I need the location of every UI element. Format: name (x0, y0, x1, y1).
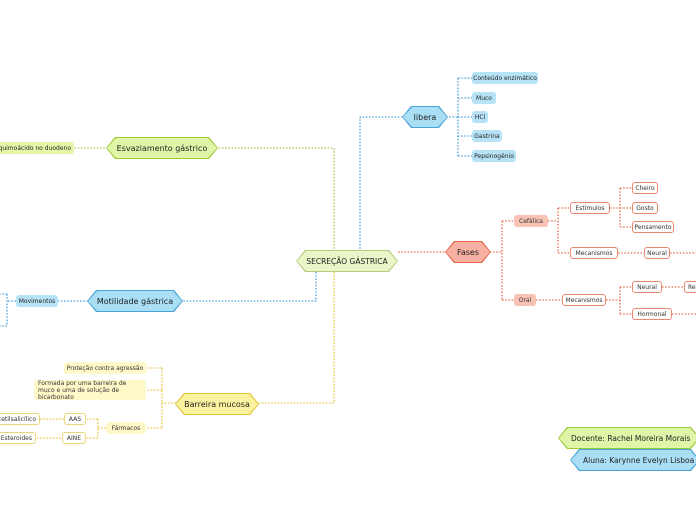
line-estimulos-items (610, 187, 632, 228)
motilidade-node[interactable]: Motilidade gástrica (88, 291, 182, 311)
line-movimentos-left (0, 293, 16, 327)
libera-item-gastrina[interactable]: Gastrina (472, 130, 502, 142)
line-center-motilidade (182, 272, 317, 302)
barreira-farmacos[interactable]: Fármacos (106, 422, 146, 434)
aluna-badge[interactable]: Aluna: Karynne Evelyn Lisboa (571, 450, 696, 470)
oral-mecanismos[interactable]: Mecanismos (562, 294, 606, 306)
cefalica-estimulos[interactable]: Estímulos (570, 202, 610, 214)
motilidade-movimentos[interactable]: Movimentos (16, 295, 58, 307)
center-node[interactable]: SECREÇÃO GÁSTRICA (297, 251, 397, 271)
line-libera-items (446, 77, 472, 157)
docente-badge[interactable]: Docente: Rachel Moreira Morais (559, 428, 696, 448)
line-aas-aine-left (36, 418, 64, 439)
farmacos-aas[interactable]: AAS (64, 413, 86, 425)
line-fases-children (490, 220, 514, 301)
line-barreira-items (146, 367, 176, 429)
libera-item-muco[interactable]: Muco (472, 92, 496, 104)
aas-child-partial[interactable]: cetilsalicílico (0, 413, 40, 425)
line-farmacos-items (86, 418, 106, 439)
barreira-formada[interactable]: Formada por uma barreira de muco e uma d… (34, 380, 146, 401)
libera-node[interactable]: libera (403, 107, 447, 127)
fase-cefalica[interactable]: Cefálica (514, 215, 548, 227)
line-cefalica-children (548, 207, 570, 254)
farmacos-aine[interactable]: AINE (62, 432, 86, 444)
estimulo-cheiro[interactable]: Cheiro (632, 182, 658, 194)
barreira-node[interactable]: Barreira mucosa (176, 394, 258, 414)
libera-item-pepsinogenio[interactable]: Pepsinogênio (472, 150, 516, 162)
esvaziamento-node[interactable]: Esvaziamento gástrico (107, 138, 217, 158)
aine-child-partial[interactable]: Esteroides (0, 432, 36, 444)
oral-mecanismos-neural[interactable]: Neural (632, 281, 662, 293)
line-center-libera (359, 116, 402, 252)
oral-neural-child-partial[interactable]: Re (684, 281, 696, 293)
cefalica-mecanismos-neural[interactable]: Neural (644, 247, 670, 259)
barreira-protecao[interactable]: Proteção contra agressão (64, 362, 146, 374)
oral-mecanismos-hormonal[interactable]: Hormonal (632, 308, 672, 320)
estimulo-pensamento[interactable]: Pensamento (632, 221, 674, 233)
fase-oral[interactable]: Oral (514, 294, 536, 306)
fases-node[interactable]: Fases (446, 242, 490, 262)
line-center-barreira (258, 272, 335, 404)
libera-item-conteudo[interactable]: Conteúdo enzimático (472, 72, 538, 84)
line-center-esvaziamento (218, 147, 335, 252)
libera-item-hcl[interactable]: HCl (472, 111, 488, 123)
line-mecanismos2-children (606, 286, 632, 315)
cefalica-mecanismos[interactable]: Mecanismos (570, 247, 618, 259)
estimulo-gosto[interactable]: Gosto (632, 202, 658, 214)
line-neural-right (662, 286, 696, 315)
esvaziamento-leaf[interactable]: a e quimoácido no duodeno (0, 142, 74, 154)
